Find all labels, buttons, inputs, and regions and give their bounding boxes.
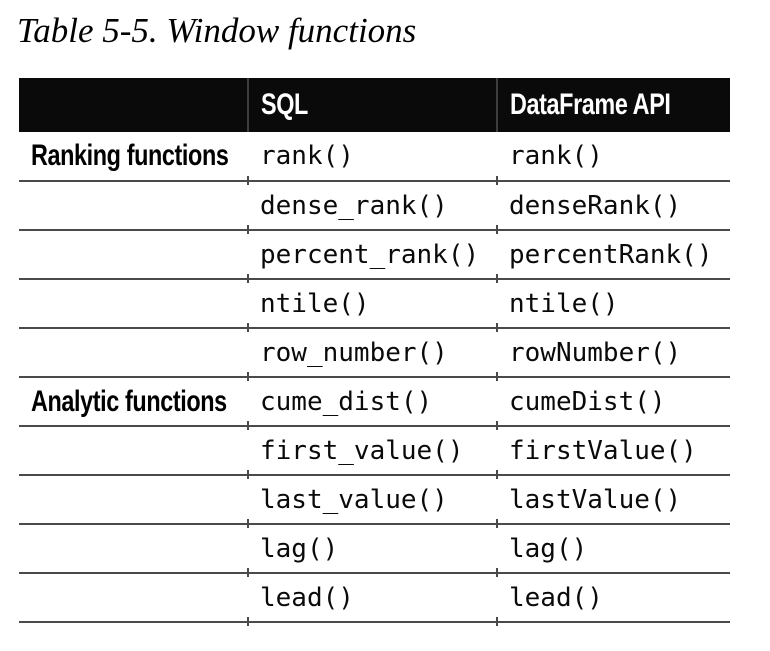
api-cell: lead() <box>497 573 730 623</box>
sql-cell: lead() <box>248 573 498 625</box>
table-caption: Table 5-5. Window functions <box>17 11 417 50</box>
api-cell: denseRank() <box>497 181 730 231</box>
sql-cell: cume_dist() <box>248 377 498 429</box>
table-header: SQL DataFrame API <box>19 78 730 132</box>
table-row: ntile() ntile() <box>19 279 730 331</box>
header-cell-group <box>19 78 248 132</box>
group-label-cell <box>19 573 249 625</box>
header-cell-api: DataFrame API <box>496 78 730 132</box>
api-cell: cumeDist() <box>497 377 730 427</box>
api-cell: lastValue() <box>497 475 730 525</box>
sql-cell: lag() <box>248 524 498 576</box>
group-label-cell <box>19 230 249 282</box>
group-label: Ranking functions <box>31 139 229 172</box>
table-row: first_value() firstValue() <box>19 426 730 478</box>
group-label-cell <box>19 524 249 576</box>
table-row: lead() lead() <box>19 573 730 625</box>
group-label-cell <box>19 181 249 233</box>
header-sql-label: SQL <box>261 88 308 121</box>
header-row: SQL DataFrame API <box>19 78 730 132</box>
table-row: lag() lag() <box>19 524 730 576</box>
group-label-cell <box>19 328 249 380</box>
header-cell-sql: SQL <box>247 78 497 132</box>
group-label-cell <box>19 475 249 527</box>
api-cell: percentRank() <box>497 230 730 280</box>
sql-cell: ntile() <box>248 279 498 331</box>
table-row: dense_rank() denseRank() <box>19 181 730 233</box>
table-row: row_number() rowNumber() <box>19 328 730 380</box>
api-cell: rank() <box>497 132 730 182</box>
api-cell: lag() <box>497 524 730 574</box>
sql-cell: dense_rank() <box>248 181 498 233</box>
sql-cell: first_value() <box>248 426 498 478</box>
sql-cell: last_value() <box>248 475 498 527</box>
table-body: Ranking functions rank() rank() dense_ra… <box>19 132 730 625</box>
table-row: last_value() lastValue() <box>19 475 730 527</box>
table-row: percent_rank() percentRank() <box>19 230 730 282</box>
sql-cell: rank() <box>248 132 498 185</box>
api-cell: firstValue() <box>497 426 730 476</box>
group-label-cell: Ranking functions <box>19 132 249 185</box>
sql-cell: percent_rank() <box>248 230 498 282</box>
sql-cell: row_number() <box>248 328 498 380</box>
group-label: Analytic functions <box>31 384 227 418</box>
group-label-cell <box>19 279 249 331</box>
table-row: Analytic functions cume_dist() cumeDist(… <box>19 377 730 429</box>
group-label-cell <box>19 426 249 478</box>
group-label-cell: Analytic functions <box>19 377 249 429</box>
table-row: Ranking functions rank() rank() <box>19 132 730 185</box>
window-functions-table: SQL DataFrame API Ranking functions rank… <box>19 78 730 625</box>
api-cell: rowNumber() <box>497 328 730 378</box>
header-api-label: DataFrame API <box>510 88 671 121</box>
api-cell: ntile() <box>497 279 730 329</box>
